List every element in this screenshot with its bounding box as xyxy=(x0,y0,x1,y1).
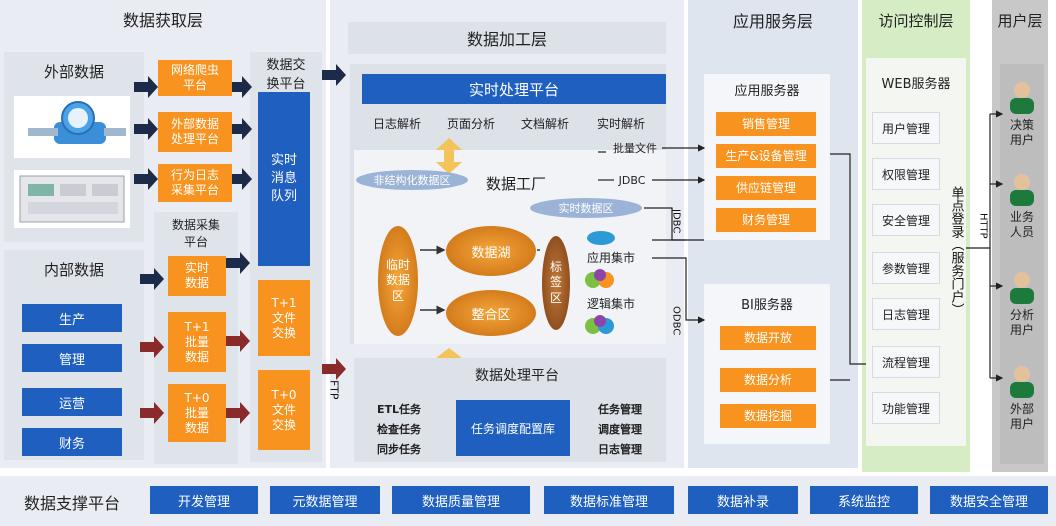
app-mart-spheres-icon xyxy=(584,268,616,290)
integration-zone: 整合区 xyxy=(446,290,536,336)
collect-t0-batch: T+0 批量 数据 xyxy=(168,384,226,442)
app-sales-mgmt: 销售管理 xyxy=(716,112,816,136)
web-server-title: WEB服务器 xyxy=(881,76,951,92)
support-security-mgmt: 数据安全管理 xyxy=(930,486,1048,514)
app-service-layer-title: 应用服务层 xyxy=(732,12,813,31)
tag-zone: 标 签 区 xyxy=(542,236,570,330)
collect-t1-batch: T+1 批量 数据 xyxy=(168,312,226,372)
internal-item-operation: 运营 xyxy=(22,388,122,416)
dp-check: 检查任务 xyxy=(377,423,421,436)
jdbc-vertical-label: JDBC xyxy=(670,208,682,234)
access-security-mgmt: 安全管理 xyxy=(872,204,940,236)
double-arrow-top-icon xyxy=(434,138,464,174)
app-mart-label: 应用集市 xyxy=(586,250,635,265)
app-server-title: 应用服务器 xyxy=(734,83,800,99)
dp-task-mgmt: 任务管理 xyxy=(598,403,642,416)
bi-data-open: 数据开放 xyxy=(720,326,816,350)
t1-file-exchange: T+1 文件 交换 xyxy=(258,280,310,356)
access-permission-mgmt: 权限管理 xyxy=(872,158,940,190)
access-flow-mgmt: 流程管理 xyxy=(872,346,940,378)
source-web-crawler: 网络爬虫 平台 xyxy=(158,60,232,96)
user-analyst: 分析 用户 xyxy=(1009,308,1034,337)
user-decision: 决策 用户 xyxy=(1009,118,1034,147)
unstructured-zone: 非结构化数据区 xyxy=(356,170,468,190)
user-business: 业务 人员 xyxy=(1009,210,1034,239)
http-label: HTTP xyxy=(977,213,989,239)
factory-arrows xyxy=(420,245,540,315)
support-standard-mgmt: 数据标准管理 xyxy=(544,486,674,514)
realtime-platform-title: 实时处理平台 xyxy=(362,74,666,104)
temp-data-zone: 临时 数据 区 xyxy=(378,226,418,336)
support-platform-title: 数据支撑平台 xyxy=(23,494,120,513)
realtime-item-doc: 文档解析 xyxy=(520,116,569,131)
realtime-item-page: 页面分析 xyxy=(446,116,495,131)
ftp-label: FTP xyxy=(327,380,341,400)
sso-label: 单点登录（服务门户） xyxy=(948,186,964,316)
user-layer-title: 用户层 xyxy=(997,11,1043,30)
access-function-mgmt: 功能管理 xyxy=(872,392,940,424)
support-dev-mgmt: 开发管理 xyxy=(150,486,258,514)
realtime-zone: 实时数据区 xyxy=(530,198,642,218)
support-data-supplement: 数据补录 xyxy=(688,486,798,514)
dp-log-mgmt: 日志管理 xyxy=(598,443,642,456)
user-external: 外部 用户 xyxy=(1009,402,1034,431)
dp-schedule-mgmt: 调度管理 xyxy=(598,423,642,436)
dp-sync: 同步任务 xyxy=(377,443,421,456)
app-finance-mgmt: 财务管理 xyxy=(716,208,816,232)
source-external-processing: 外部数据 处理平台 xyxy=(158,112,232,152)
logic-mart-spheres-icon xyxy=(584,314,616,336)
dp-etl: ETL任务 xyxy=(376,403,422,416)
t0-file-exchange: T+0 文件 交换 xyxy=(258,370,310,450)
support-metadata-mgmt: 元数据管理 xyxy=(270,486,380,514)
realtime-message-queue: 实时 消息 队列 xyxy=(258,92,310,266)
bi-server-title: BI服务器 xyxy=(741,297,793,313)
access-user-mgmt: 用户管理 xyxy=(872,112,940,144)
user-avatar-external-icon xyxy=(1004,364,1040,398)
processing-layer-title: 数据加工层 xyxy=(348,22,666,54)
internal-item-production: 生产 xyxy=(22,304,122,332)
internal-item-finance: 财务 xyxy=(22,428,122,456)
realtime-item-log: 日志解析 xyxy=(372,116,421,131)
bi-data-mining: 数据挖掘 xyxy=(720,404,816,428)
electric-meter-image xyxy=(14,170,130,228)
realtime-item-realtime: 实时解析 xyxy=(596,116,645,131)
data-lake: 数据湖 xyxy=(446,226,536,276)
access-layer-title: 访问控制层 xyxy=(878,11,954,30)
internal-item-management: 管理 xyxy=(22,344,122,372)
dp-scheduler-config: 任务调度配置库 xyxy=(456,400,570,456)
jdbc-label: JDBC xyxy=(618,173,646,187)
access-log-mgmt: 日志管理 xyxy=(872,298,940,330)
external-data-title: 外部数据 xyxy=(43,62,104,81)
support-system-monitor: 系统监控 xyxy=(810,486,918,514)
user-avatar-decision-icon xyxy=(1004,80,1040,114)
app-production-mgmt: 生产&设备管理 xyxy=(716,144,816,168)
batch-file-label: 批量文件 xyxy=(613,142,657,155)
water-meter-image xyxy=(14,96,130,158)
user-avatar-business-icon xyxy=(1004,172,1040,206)
dp-title: 数据处理平台 xyxy=(475,368,559,384)
exchange-platform-title: 数据交 换平台 xyxy=(266,58,306,92)
internal-data-title: 内部数据 xyxy=(43,260,104,279)
data-factory-title: 数据工厂 xyxy=(485,174,546,193)
user-avatar-analyst-icon xyxy=(1004,270,1040,304)
access-param-mgmt: 参数管理 xyxy=(872,252,940,284)
bi-data-analysis: 数据分析 xyxy=(720,368,816,392)
acquisition-layer-title: 数据获取层 xyxy=(122,11,203,30)
collect-realtime-data: 实时 数据 xyxy=(168,256,226,296)
source-behavior-log: 行为日志 采集平台 xyxy=(158,164,232,202)
support-quality-mgmt: 数据质量管理 xyxy=(392,486,530,514)
logic-mart-label: 逻辑集市 xyxy=(586,296,635,311)
app-mart-icon xyxy=(586,228,616,248)
app-supply-chain-mgmt: 供应链管理 xyxy=(716,176,816,200)
odbc-vertical-label: ODBC xyxy=(670,306,682,336)
collection-platform-title: 数据采集 平台 xyxy=(171,218,220,249)
